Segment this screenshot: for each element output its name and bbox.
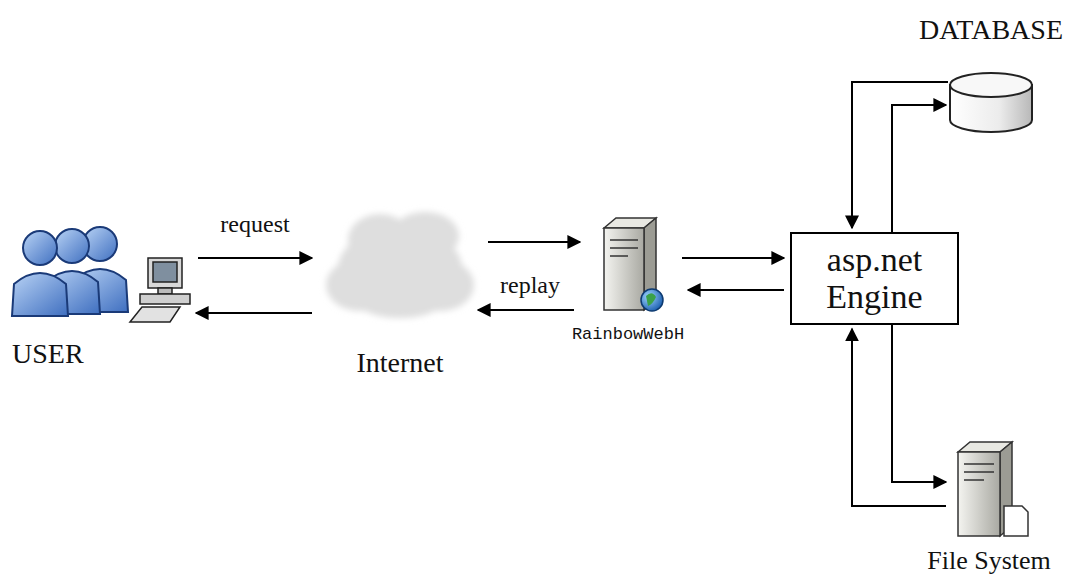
web-server-icon xyxy=(604,218,663,311)
internet-cloud xyxy=(326,212,474,318)
connector-arrow xyxy=(198,257,312,259)
node-label: DATABASE xyxy=(919,14,1063,46)
connector-arrow xyxy=(682,257,784,259)
connector-arrow xyxy=(852,329,946,506)
database-cylinder xyxy=(950,73,1032,132)
node-label: RainbowWebH xyxy=(572,325,684,345)
file-system-node: File System xyxy=(948,438,1030,542)
connector-arrow xyxy=(478,309,574,311)
edge-label: request xyxy=(217,211,292,238)
node-label: asp.net Engine xyxy=(792,237,957,320)
web-server-node: RainbowWebH xyxy=(588,215,668,315)
connector-arrow xyxy=(892,105,946,232)
user-icon xyxy=(12,227,128,316)
connector-arrow xyxy=(196,312,312,314)
connector-arrow xyxy=(852,82,948,228)
computer-icon xyxy=(130,258,190,322)
edge-label: replay xyxy=(497,272,563,299)
file-server-icon xyxy=(958,442,1028,536)
connector-arrow xyxy=(488,241,580,243)
node-label: Internet xyxy=(356,347,443,379)
engine-box: asp.net Engine xyxy=(790,232,959,325)
connector-arrow xyxy=(688,289,784,291)
connector-arrow xyxy=(892,325,946,482)
internet-node: Internet xyxy=(322,205,478,325)
node-label: File System xyxy=(927,546,1051,576)
user-node: USER xyxy=(8,222,192,330)
database-node: DATABASE xyxy=(948,72,1034,134)
node-label: USER xyxy=(12,338,84,370)
